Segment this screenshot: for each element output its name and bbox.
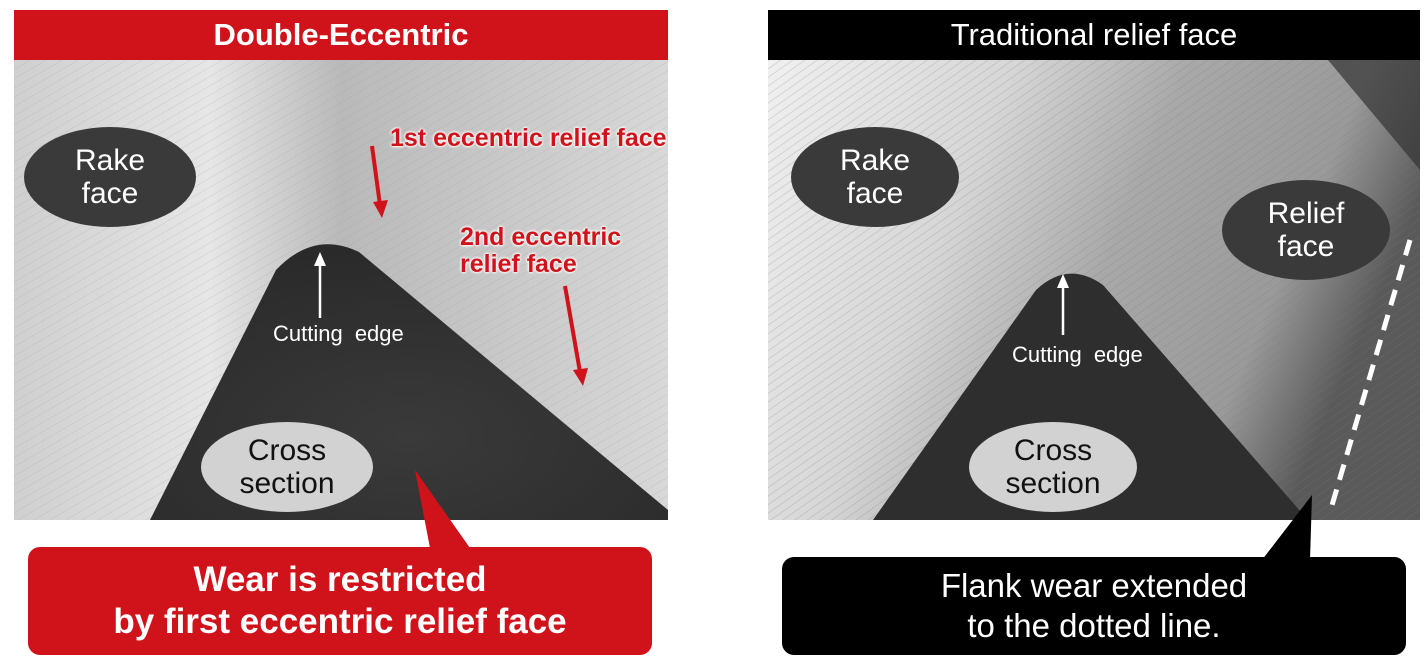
first-relief-arrow xyxy=(370,145,382,206)
second-relief-arrow xyxy=(563,285,582,373)
rake-face-badge xyxy=(24,127,196,227)
dotted-wear-line xyxy=(1327,239,1413,513)
left-title: Double-Eccentric xyxy=(14,10,668,60)
right-rake-face-badge xyxy=(791,127,959,227)
cross-section-badge xyxy=(201,422,373,512)
relief-face-badge xyxy=(1222,180,1390,280)
first-relief-label: 1st eccentric relief face xyxy=(390,124,667,152)
right-cutting-edge-label: Cutting edge xyxy=(1012,342,1143,367)
right-cross-section-badge xyxy=(969,422,1137,512)
right-callout-pointer xyxy=(1262,495,1312,560)
right-title: Traditional relief face xyxy=(768,10,1420,60)
left-callout-pointer xyxy=(415,470,470,548)
cutting-edge-label: Cutting edge xyxy=(273,321,404,346)
